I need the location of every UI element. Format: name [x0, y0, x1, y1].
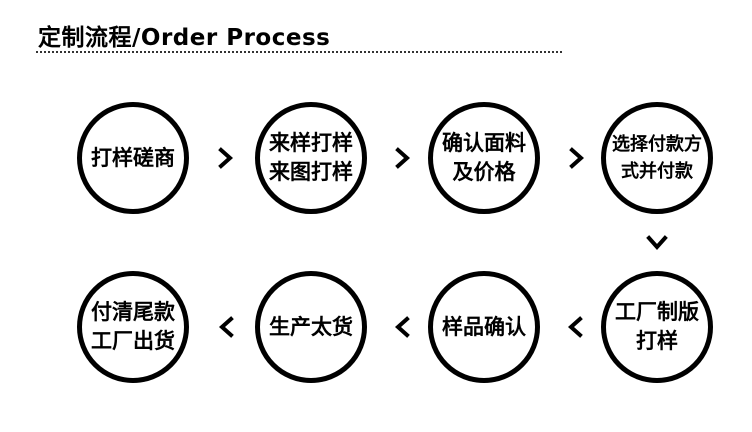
- step-3-label: 确认面料 及价格: [442, 131, 526, 184]
- page-title: 定制流程/Order Process: [38, 25, 331, 51]
- step-4-circle: 选择付款方 式并付款: [601, 102, 713, 214]
- step-8-label: 付清尾款 工厂出货: [91, 300, 175, 353]
- step-5-label: 工厂制版 打样: [615, 300, 699, 353]
- chevron-right-icon: [391, 146, 415, 170]
- chevron-left-icon: [214, 315, 238, 339]
- header-divider: [36, 51, 562, 53]
- step-2-label: 来样打样 来图打样: [269, 131, 353, 184]
- step-7-circle: 生产太货: [255, 271, 367, 383]
- step-6-circle: 样品确认: [428, 271, 540, 383]
- step-2-circle: 来样打样 来图打样: [255, 102, 367, 214]
- step-6-label: 样品确认: [442, 314, 526, 339]
- step-8-circle: 付清尾款 工厂出货: [77, 271, 189, 383]
- chevron-right-icon: [214, 146, 238, 170]
- chevron-left-icon: [563, 315, 587, 339]
- chevron-left-icon: [390, 315, 414, 339]
- step-4-label: 选择付款方 式并付款: [612, 134, 702, 182]
- step-7-label: 生产太货: [269, 314, 353, 339]
- step-5-circle: 工厂制版 打样: [601, 271, 713, 383]
- chevron-down-icon: [645, 231, 669, 255]
- step-3-circle: 确认面料 及价格: [428, 102, 540, 214]
- chevron-right-icon: [565, 146, 589, 170]
- step-1-label: 打样磋商: [91, 145, 175, 170]
- step-1-circle: 打样磋商: [77, 102, 189, 214]
